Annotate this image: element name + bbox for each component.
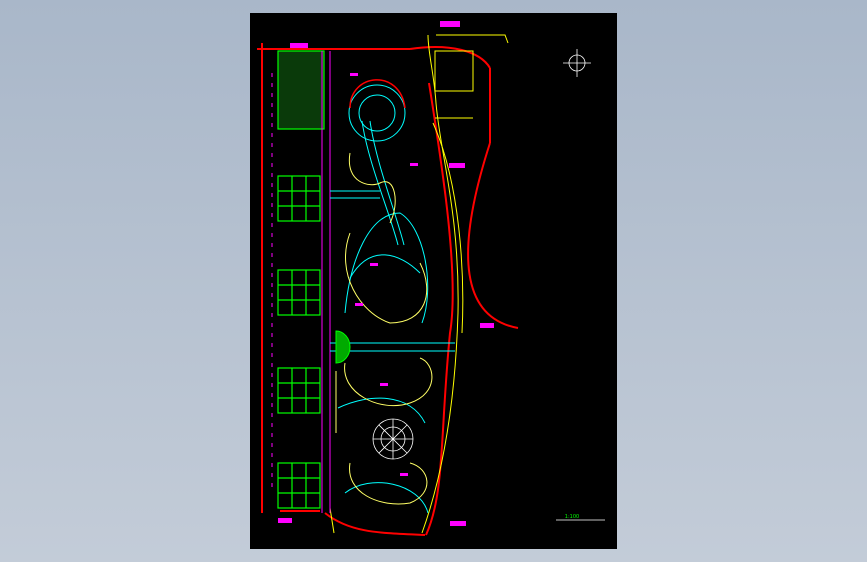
site-plan-drawing: 1:100	[257, 21, 605, 536]
north-arrow-icon	[563, 49, 591, 77]
annotations	[278, 21, 494, 526]
service-strip	[271, 51, 331, 513]
scale-label: 1:100	[565, 514, 579, 520]
planting-beds	[335, 152, 433, 505]
semicircle-feature	[335, 330, 351, 364]
scale-bar: 1:100	[556, 514, 605, 521]
site-boundary	[257, 43, 519, 536]
garden-paths	[330, 84, 455, 514]
road-edges	[329, 34, 509, 534]
drawing-sheet[interactable]: 1:100	[250, 13, 617, 549]
paving-grids	[277, 50, 325, 509]
central-tree	[372, 418, 414, 460]
amphitheatre	[349, 79, 406, 109]
